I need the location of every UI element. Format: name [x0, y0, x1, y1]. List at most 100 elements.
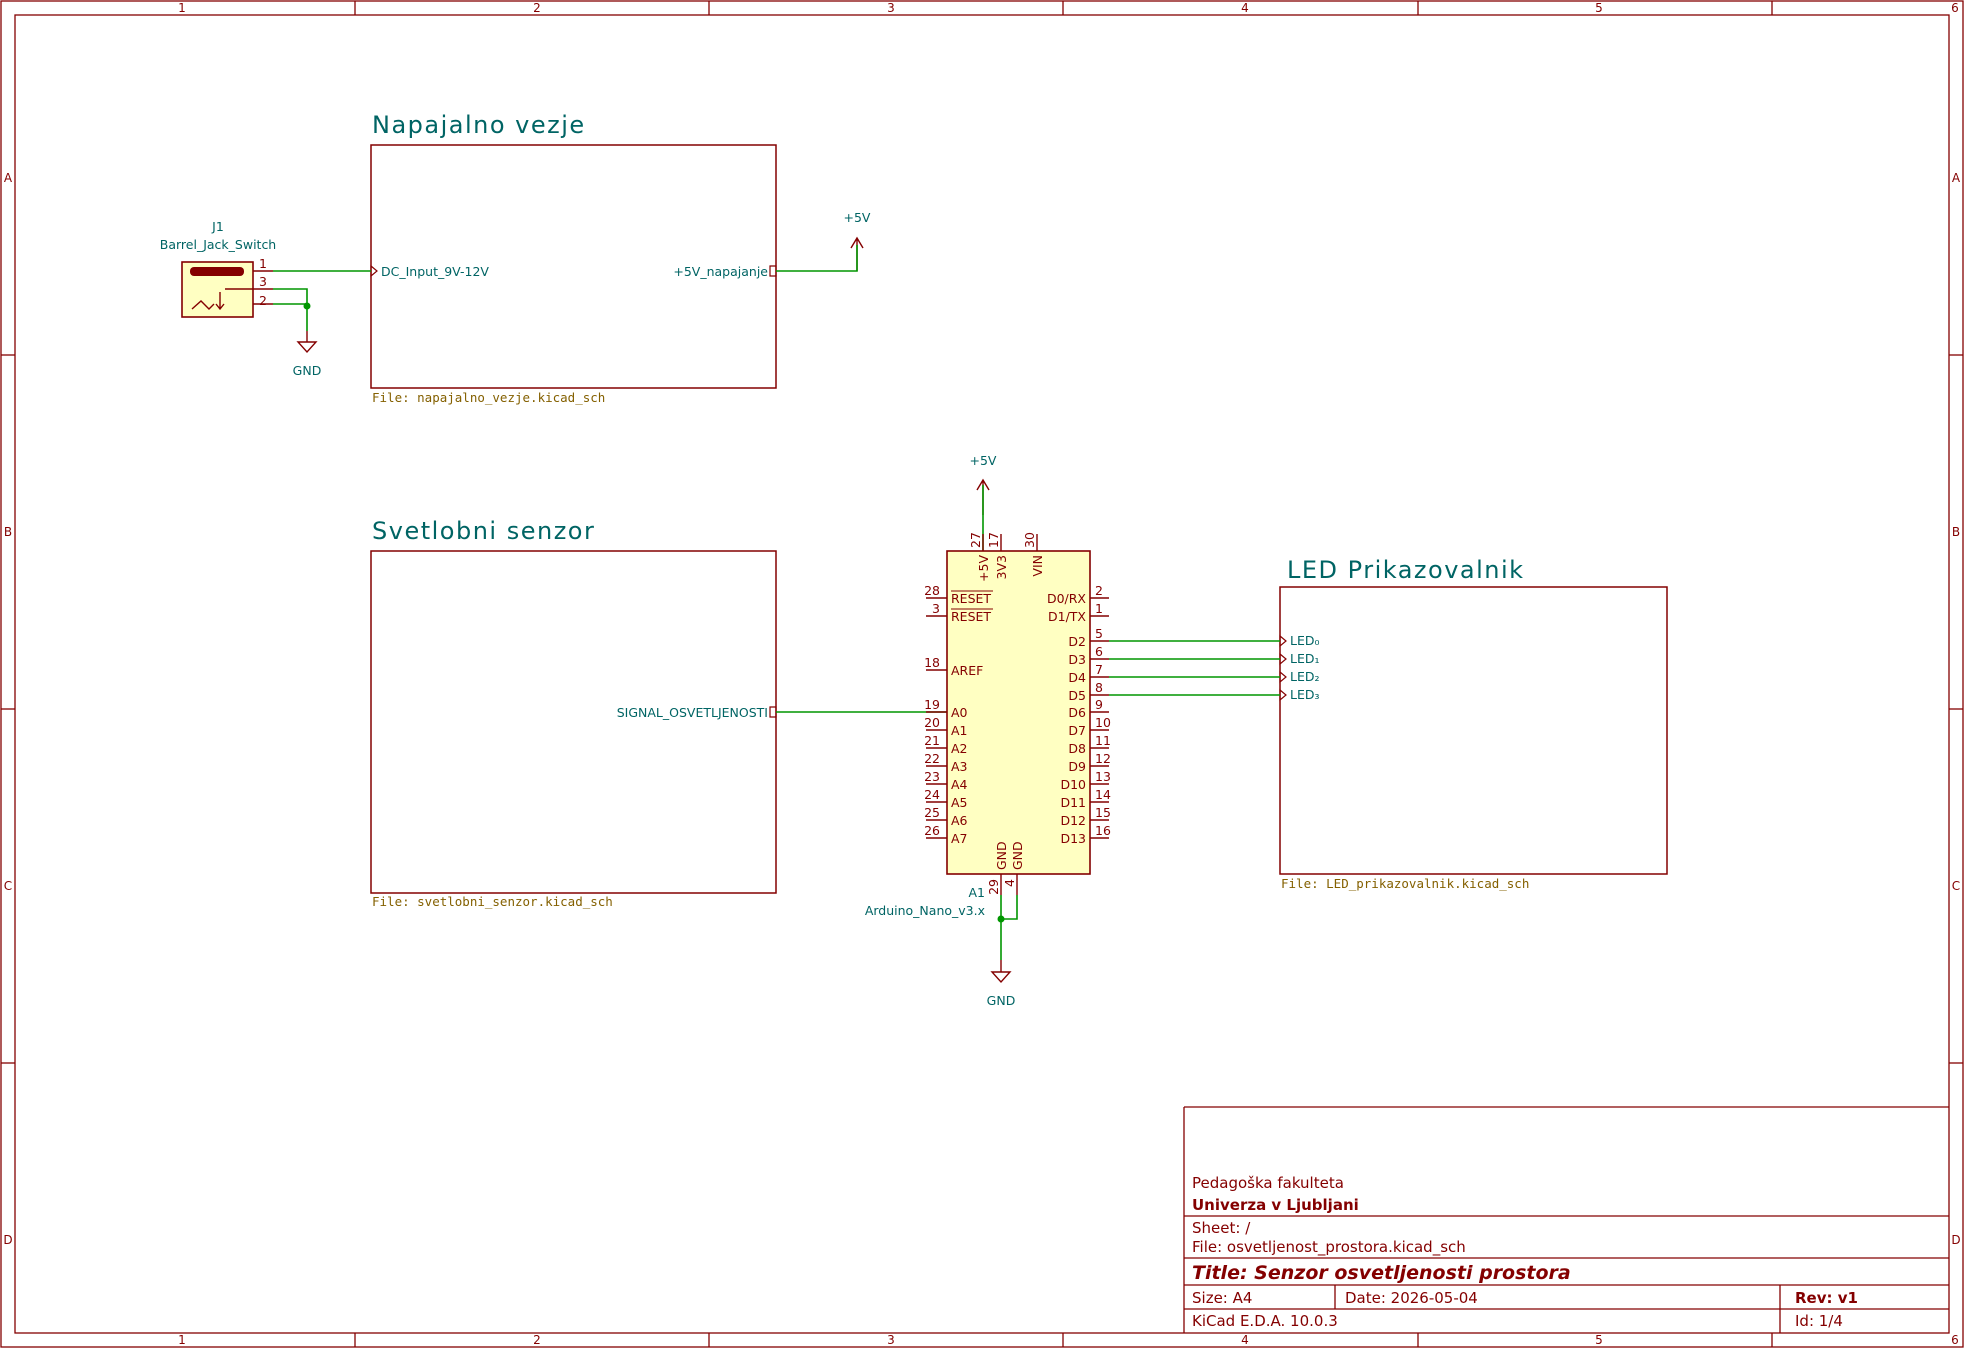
sheet-file: File: napajalno_vezje.kicad_sch — [372, 390, 605, 405]
arduino-pins: 28RESET3RESET18AREF19A020A121A222A323A42… — [924, 532, 1111, 895]
pin-name: A2 — [951, 741, 968, 756]
ground-icon — [296, 331, 318, 354]
pin-name: D10 — [1060, 777, 1086, 792]
sheet-pin-label: LED₀ — [1290, 633, 1320, 648]
ground-icon — [990, 960, 1012, 984]
arduino-nano-a1[interactable]: A1 Arduino_Nano_v3.x 28RESET3RESET18AREF… — [865, 532, 1111, 918]
pin-number: 1 — [259, 256, 267, 271]
sheet-svetlobni-senzor[interactable]: Svetlobni senzor File: svetlobni_senzor.… — [370, 517, 777, 909]
pin-number: 9 — [1095, 697, 1103, 712]
pin-name: D11 — [1060, 795, 1086, 810]
row-label-left: D — [3, 1233, 12, 1247]
row-label-left: A — [4, 171, 13, 185]
component-value: Barrel_Jack_Switch — [160, 237, 276, 252]
pin-name: A1 — [951, 723, 968, 738]
title-block-rev: Rev: v1 — [1795, 1289, 1858, 1307]
pin-name: GND — [1010, 841, 1025, 870]
pin-number: 8 — [1095, 680, 1103, 695]
title-block-tool: KiCad E.D.A. 10.0.3 — [1192, 1312, 1338, 1330]
pin-name: D3 — [1068, 652, 1086, 667]
pin-number: 28 — [924, 583, 940, 598]
col-label-top: 4 — [1241, 1, 1249, 15]
row-label-right: A — [1952, 171, 1961, 185]
pin-number: 30 — [1022, 532, 1037, 548]
pin-name: D5 — [1068, 688, 1086, 703]
pin-number: 19 — [924, 697, 940, 712]
pin-name: A7 — [951, 831, 968, 846]
power-symbol-gnd[interactable]: GND — [293, 331, 322, 378]
pin-number: 6 — [1095, 644, 1103, 659]
pin-number: 7 — [1095, 662, 1103, 677]
barrel-jack-j1[interactable]: J1 Barrel_Jack_Switch 1 3 2 — [160, 219, 276, 318]
sheet-led-prikazovalnik[interactable]: LED Prikazovalnik File: LED_prikazovalni… — [1279, 556, 1668, 891]
pin-number: 13 — [1095, 769, 1111, 784]
pin-number: 22 — [924, 751, 940, 766]
sheet-pin-output-icon — [769, 265, 777, 277]
power-label: +5V — [844, 210, 871, 225]
title-block-organization: Pedagoška fakulteta — [1192, 1174, 1344, 1192]
sheet-pin-label: SIGNAL_OSVETLJENOSTI — [617, 705, 768, 720]
pin-name: D13 — [1060, 831, 1086, 846]
sheet-pin-label: LED₁ — [1290, 651, 1320, 666]
wire-junction — [303, 302, 311, 310]
title-block: Pedagoška fakulteta Univerza v Ljubljani… — [1183, 1106, 1949, 1333]
pin-number: 18 — [924, 655, 940, 670]
title-block-file: File: osvetljenost_prostora.kicad_sch — [1192, 1238, 1466, 1257]
pin-name: VIN — [1030, 555, 1045, 577]
jack-barrel-icon — [190, 267, 244, 276]
pin-number: 21 — [924, 733, 940, 748]
col-label-top: 1 — [178, 1, 186, 15]
col-label-top: 3 — [887, 1, 895, 15]
sheet-file: File: svetlobni_senzor.kicad_sch — [372, 894, 613, 909]
sheet-pin-output-icon — [769, 706, 777, 718]
power-label: GND — [293, 363, 322, 378]
pin-name: A5 — [951, 795, 968, 810]
pin-name: RESET — [951, 591, 991, 606]
jack-switch-icon — [191, 292, 225, 311]
pin-number: 3 — [259, 274, 267, 289]
pin-name: AREF — [951, 663, 983, 678]
pin-number: 25 — [924, 805, 940, 820]
sheet-napajalno-vezje[interactable]: Napajalno vezje File: napajalno_vezje.ki… — [370, 111, 777, 405]
pin-name: 3V3 — [994, 555, 1009, 579]
pin-number: 3 — [932, 601, 940, 616]
pin-number: 14 — [1095, 787, 1111, 802]
row-label-left: B — [4, 525, 12, 539]
pin-number: 4 — [1002, 879, 1017, 887]
sheet-name: LED Prikazovalnik — [1287, 556, 1525, 584]
power-symbol-gnd[interactable]: GND — [987, 960, 1016, 1008]
pin-number: 16 — [1095, 823, 1111, 838]
sheet-file: File: LED_prikazovalnik.kicad_sch — [1281, 876, 1529, 891]
row-label-right: C — [1952, 879, 1960, 893]
pin-name: D4 — [1068, 670, 1086, 685]
pin-number: 27 — [968, 532, 983, 548]
col-label-bottom: 6 — [1951, 1333, 1959, 1347]
sheet-name: Svetlobni senzor — [372, 517, 595, 545]
pin-number: 20 — [924, 715, 940, 730]
pin-number: 26 — [924, 823, 940, 838]
col-label-bottom: 3 — [887, 1333, 895, 1347]
col-label-bottom: 2 — [533, 1333, 541, 1347]
pin-name: A4 — [951, 777, 968, 792]
sheet-name: Napajalno vezje — [372, 111, 586, 139]
pin-number: 29 — [986, 879, 1001, 895]
col-label-bottom: 5 — [1595, 1333, 1603, 1347]
pin-number: 23 — [924, 769, 940, 784]
pin-name: A0 — [951, 705, 968, 720]
pin-name: D0/RX — [1047, 591, 1086, 606]
pin-name: A6 — [951, 813, 968, 828]
power-label: +5V — [970, 453, 997, 468]
title-block-id: Id: 1/4 — [1795, 1312, 1843, 1330]
pin-name: D1/TX — [1048, 609, 1086, 624]
pin-name: D9 — [1068, 759, 1086, 774]
sheet-pin-label: DC_Input_9V-12V — [381, 264, 489, 279]
component-value: Arduino_Nano_v3.x — [865, 903, 985, 918]
pin-number: 24 — [924, 787, 940, 802]
pin-name: RESET — [951, 609, 991, 624]
col-label-top: 6 — [1951, 1, 1959, 15]
pin-name: D8 — [1068, 741, 1086, 756]
pin-number: 5 — [1095, 626, 1103, 641]
pin-name: D2 — [1068, 634, 1086, 649]
